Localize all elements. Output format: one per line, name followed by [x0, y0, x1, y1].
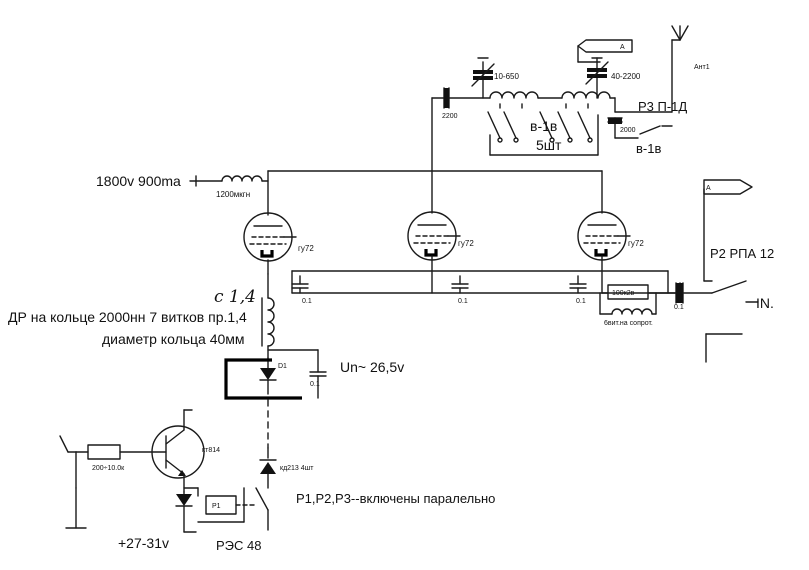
supply-low-label: +27-31v: [118, 535, 169, 551]
hv-supply-label: 1800v 900ma: [96, 173, 181, 189]
relay-p2-label: Р2 РПА 12: [710, 246, 774, 261]
bias-resistor: [59, 435, 121, 529]
pi-network: [431, 39, 673, 172]
ground-icon: [705, 333, 743, 363]
cathode-bus: [291, 255, 681, 294]
handwritten-note: с 1,4: [214, 287, 256, 307]
input-network: [599, 188, 759, 315]
bypass-capacitor: [451, 275, 469, 294]
diode-d1: [259, 349, 327, 399]
bypass-capacitor: [569, 275, 587, 294]
cap-2200-label: 2200: [442, 113, 458, 120]
bracket-marker: [224, 358, 302, 400]
transistor-kt814: [119, 409, 205, 493]
tube-type-label-3: гу72: [628, 239, 644, 248]
tube-type-label-1: гу72: [298, 244, 314, 253]
diode-kd213: [259, 447, 277, 489]
vacuum-tube-icon: [577, 211, 631, 261]
cap-d1-label: 0.1: [310, 381, 320, 388]
cap-label-b: 0.1: [458, 298, 468, 305]
bias-resistor-label: 200÷10.0к: [92, 465, 125, 472]
switch-type-label: в-1в: [530, 118, 557, 134]
connector-a-right-icon: [703, 179, 753, 195]
resistor-100k-label: 100к2в: [612, 290, 635, 297]
hv-supply-line: [189, 170, 603, 216]
choke-description: ДР на кольце 2000нн 7 витков пр.1,4: [8, 309, 247, 325]
connector-a-right-label: A: [706, 185, 711, 192]
antenna-label: Ант1: [694, 64, 710, 71]
connector-a-top-label: A: [620, 44, 625, 51]
tube-type-label-2: гу72: [458, 239, 474, 248]
connector-a-top-icon: [577, 39, 633, 63]
relay-p3-contacts: [607, 117, 673, 139]
relay-note-label: Р1,Р2,Р3--включены паралельно: [296, 491, 495, 506]
vacuum-tube-icon: [407, 211, 461, 261]
diode-d1-label: D1: [278, 363, 287, 370]
cap-label-c: 0.1: [576, 298, 586, 305]
winding-note-label: 6вит.на сопрот.: [604, 320, 653, 327]
diode-kd213-label: кд213 4шт: [280, 465, 314, 472]
choke-value-label: 1200мкгн: [216, 190, 250, 199]
cathode-choke: [261, 273, 275, 359]
variable-capacitor-2: [585, 57, 609, 99]
switch-p3-label: в-1в: [636, 141, 661, 156]
cap-2000-label: 2000: [620, 127, 636, 134]
ring-diameter-label: диаметр кольца 40мм: [102, 331, 245, 347]
antenna-icon: [671, 25, 689, 41]
bypass-capacitor: [291, 275, 309, 294]
input-label: IN.: [756, 295, 774, 311]
cap-label-a: 0.1: [302, 298, 312, 305]
relay-type-label: РЭС 48: [216, 538, 261, 553]
band-switches: [487, 103, 599, 156]
var-cap-2-label: 40-2200: [611, 72, 641, 81]
vacuum-tube-icon: [243, 212, 297, 275]
relay-coil-circuit: [175, 487, 269, 533]
transistor-label: кт814: [202, 447, 220, 454]
relay-p3-label: Р3 П-1Д: [638, 99, 687, 114]
variable-capacitor-1: [471, 57, 495, 99]
voltage-label: Un~ 26,5v: [340, 359, 404, 375]
var-cap-1-label: 10-650: [494, 72, 519, 81]
switch-count-label: 5шт: [536, 137, 562, 153]
relay-p1-label: Р1: [212, 503, 221, 510]
input-cap-label: 0.1: [674, 304, 684, 311]
